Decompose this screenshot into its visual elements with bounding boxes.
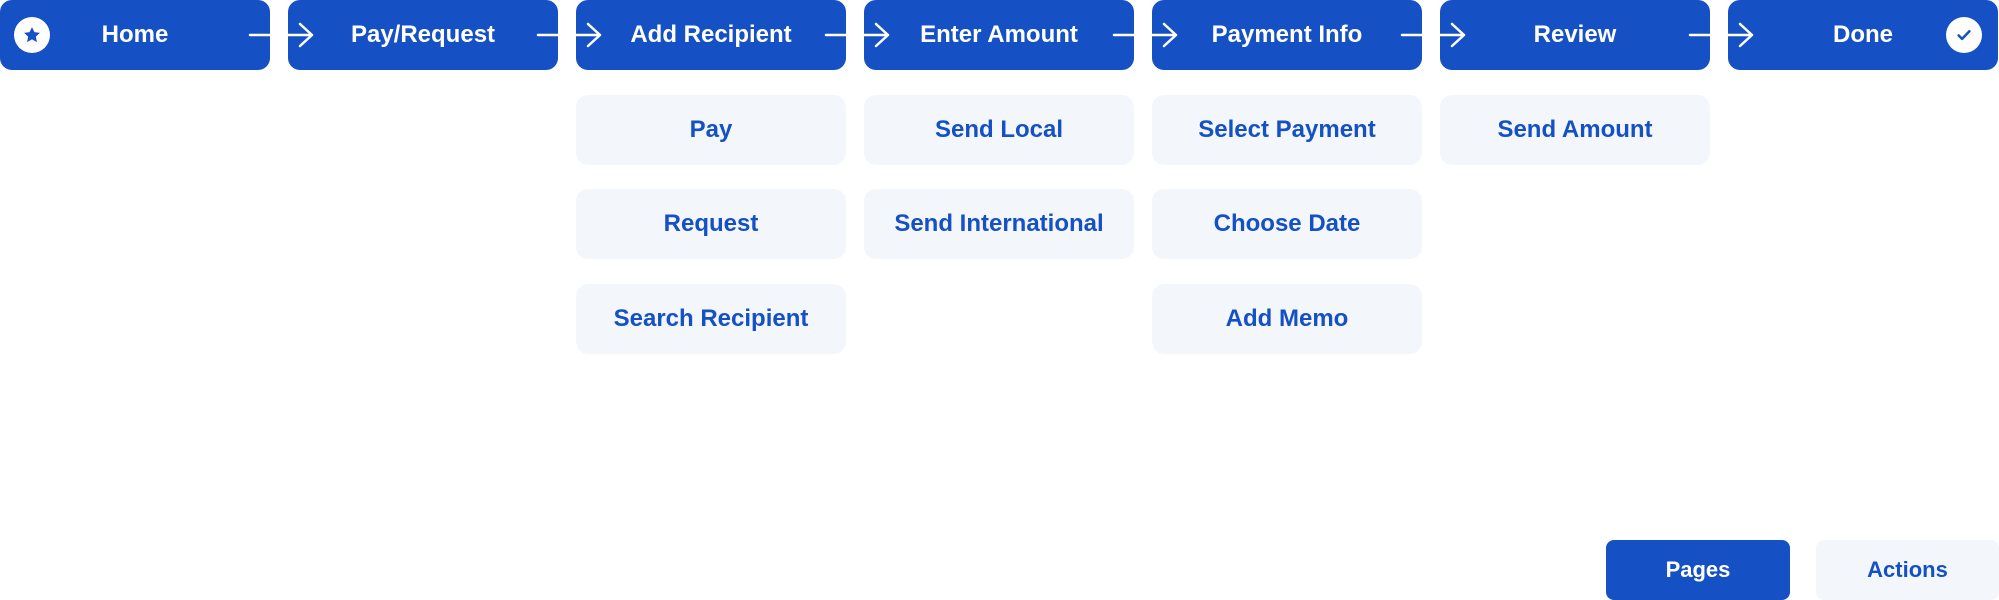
- step-enter-amount[interactable]: Enter Amount: [864, 0, 1134, 70]
- step-label: Review: [1533, 21, 1617, 48]
- action-label: Select Payment: [1198, 116, 1376, 143]
- action-send-local[interactable]: Send Local: [864, 95, 1134, 165]
- connector-arrow-icon: [1112, 22, 1178, 48]
- action-select-payment[interactable]: Select Payment: [1152, 95, 1422, 165]
- connector-arrow-icon: [1688, 22, 1754, 48]
- action-add-memo[interactable]: Add Memo: [1152, 284, 1422, 354]
- action-search-recipient[interactable]: Search Recipient: [576, 284, 846, 354]
- step-pay-request[interactable]: Pay/Request: [288, 0, 558, 70]
- action-choose-date[interactable]: Choose Date: [1152, 189, 1422, 259]
- legend-label: Actions: [1867, 557, 1948, 582]
- action-label: Pay: [689, 116, 733, 143]
- action-request[interactable]: Request: [576, 189, 846, 259]
- step-label: Enter Amount: [920, 21, 1078, 48]
- legend-actions: Actions: [1816, 540, 1999, 600]
- step-review[interactable]: Review: [1440, 0, 1710, 70]
- legend-label: Pages: [1665, 557, 1731, 582]
- step-label: Payment Info: [1211, 21, 1363, 48]
- connector-arrow-icon: [248, 22, 314, 48]
- step-add-recipient[interactable]: Add Recipient: [576, 0, 846, 70]
- step-label: Home: [101, 21, 169, 48]
- step-label: Pay/Request: [350, 21, 496, 48]
- step-done[interactable]: Done: [1728, 0, 1998, 70]
- action-label: Send Local: [934, 116, 1064, 143]
- connector-arrow-icon: [824, 22, 890, 48]
- action-label: Request: [663, 210, 759, 237]
- star-icon: [14, 17, 50, 53]
- action-pay[interactable]: Pay: [576, 95, 846, 165]
- action-label: Send Amount: [1497, 116, 1653, 143]
- action-label: Add Memo: [1225, 305, 1349, 332]
- action-send-amount[interactable]: Send Amount: [1440, 95, 1710, 165]
- connector-arrow-icon: [1400, 22, 1466, 48]
- action-label: Choose Date: [1213, 210, 1361, 237]
- step-label: Add Recipient: [630, 21, 792, 48]
- action-label: Search Recipient: [613, 305, 809, 332]
- action-send-international[interactable]: Send International: [864, 189, 1134, 259]
- check-icon: [1946, 17, 1982, 53]
- step-payment-info[interactable]: Payment Info: [1152, 0, 1422, 70]
- step-home[interactable]: Home: [0, 0, 270, 70]
- step-label: Done: [1833, 21, 1893, 48]
- action-label: Send International: [894, 210, 1104, 237]
- legend-pages: Pages: [1606, 540, 1790, 600]
- connector-arrow-icon: [536, 22, 602, 48]
